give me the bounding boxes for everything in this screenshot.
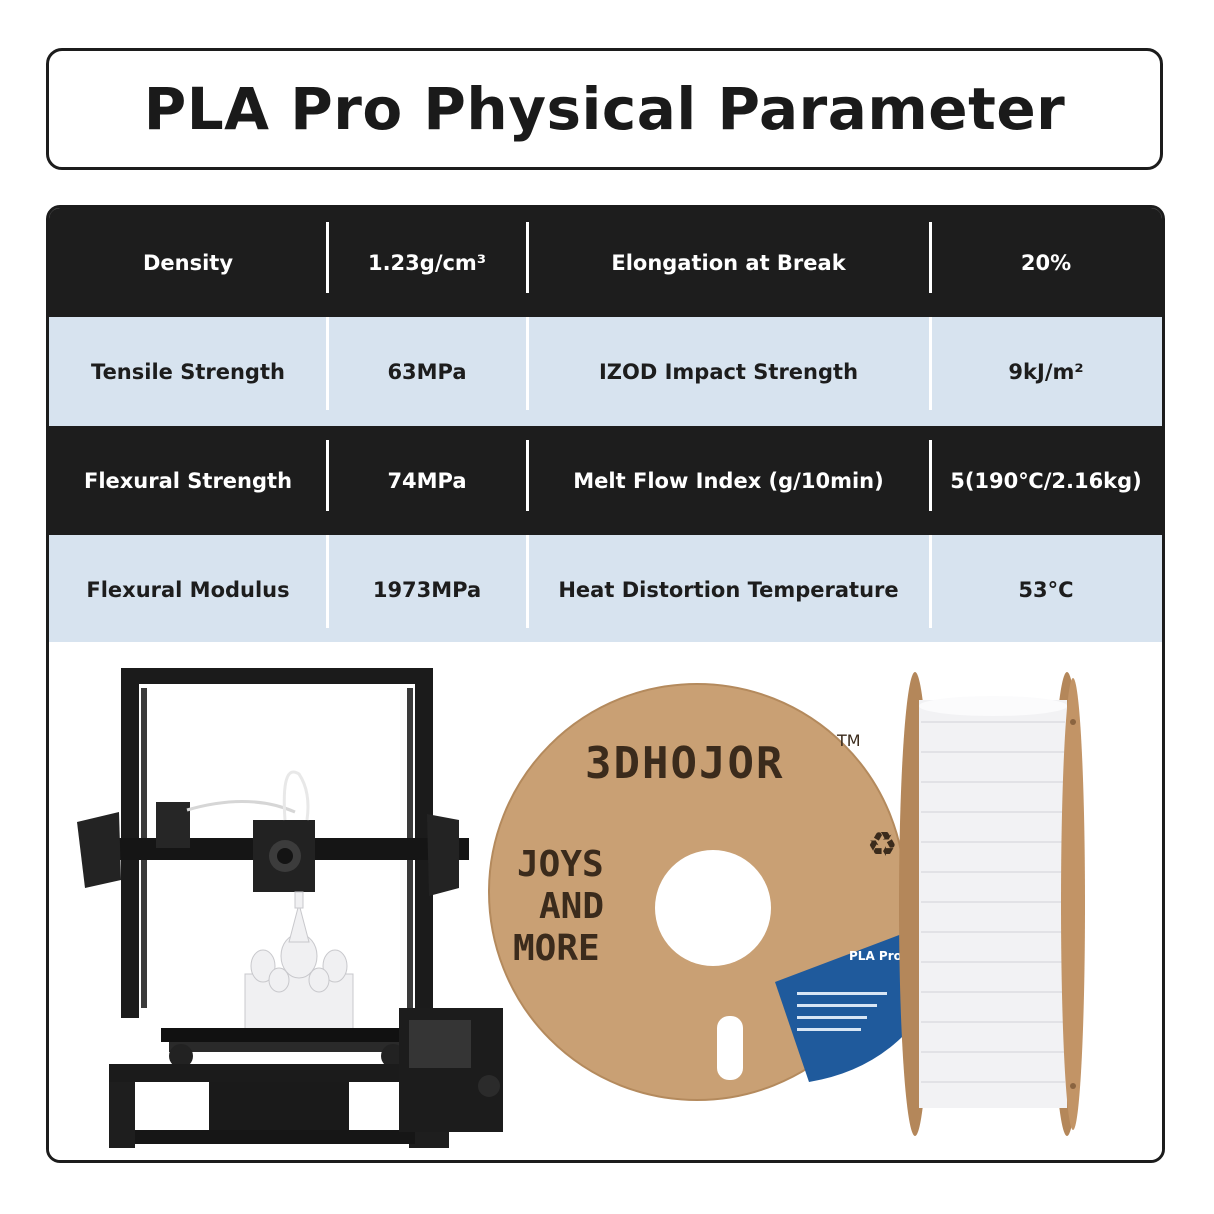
slogan-line: MORE (513, 928, 600, 969)
param-value: 9kJ/m² (1008, 359, 1084, 384)
param-label: Flexural Strength (83, 468, 293, 493)
param-value: 1973MPa (372, 577, 482, 602)
param-value: 53°C (1018, 577, 1074, 602)
param-label: Elongation at Break (611, 250, 846, 275)
page-title: PLA Pro Physical Parameter (143, 75, 1066, 143)
column-divider (929, 317, 932, 410)
column-divider (326, 317, 329, 410)
column-divider (526, 535, 529, 628)
param-value: 74MPa (387, 468, 467, 493)
column-divider (929, 222, 932, 293)
table-row: Flexural Modulus 1973MPa Heat Distortion… (49, 535, 1162, 644)
param-label: Heat Distortion Temperature (558, 577, 899, 602)
param-label: IZOD Impact Strength (598, 359, 859, 384)
slogan-line: JOYS (517, 844, 604, 885)
column-divider (526, 222, 529, 293)
param-value: 1.23g/cm³ (367, 250, 487, 275)
trademark-mark: TM (836, 731, 861, 750)
title-box: PLA Pro Physical Parameter (46, 48, 1163, 170)
column-divider (929, 440, 932, 511)
column-divider (929, 535, 932, 628)
param-label: Melt Flow Index (g/10min) (573, 468, 884, 493)
column-divider (326, 222, 329, 293)
product-illustration: 3DHOJOR TM JOYS AND MORE ♻ PLA Pro (77, 668, 1085, 1148)
param-value: 63MPa (387, 359, 467, 384)
table-row: Density 1.23g/cm³ Elongation at Break 20… (49, 208, 1162, 317)
recycle-icon: ♻ (867, 825, 897, 865)
product-photo: 3DHOJOR TM JOYS AND MORE ♻ PLA Pro (49, 642, 1162, 1160)
slogan-line: AND (539, 886, 604, 927)
parameter-card: Density 1.23g/cm³ Elongation at Break 20… (46, 205, 1165, 1163)
column-divider (326, 535, 329, 628)
param-value: 5(190℃/2.16kg) (950, 468, 1142, 493)
table-row: Tensile Strength 63MPa IZOD Impact Stren… (49, 317, 1162, 426)
spool-image: 3DHOJOR TM JOYS AND MORE ♻ PLA Pro (488, 675, 907, 1113)
table-row: Flexural Strength 74MPa Melt Flow Index … (49, 426, 1162, 535)
param-label: Density (142, 250, 234, 275)
param-value: 20% (1020, 250, 1072, 275)
printer-image (77, 668, 503, 1148)
param-label: Flexural Modulus (86, 577, 290, 602)
column-divider (326, 440, 329, 511)
column-divider (526, 440, 529, 511)
filament-spool-side-image (899, 672, 1085, 1136)
column-divider (526, 317, 529, 410)
label-title: PLA Pro (849, 949, 902, 963)
brand-logo-text: 3DHOJOR (585, 738, 784, 789)
param-label: Tensile Strength (91, 359, 285, 384)
